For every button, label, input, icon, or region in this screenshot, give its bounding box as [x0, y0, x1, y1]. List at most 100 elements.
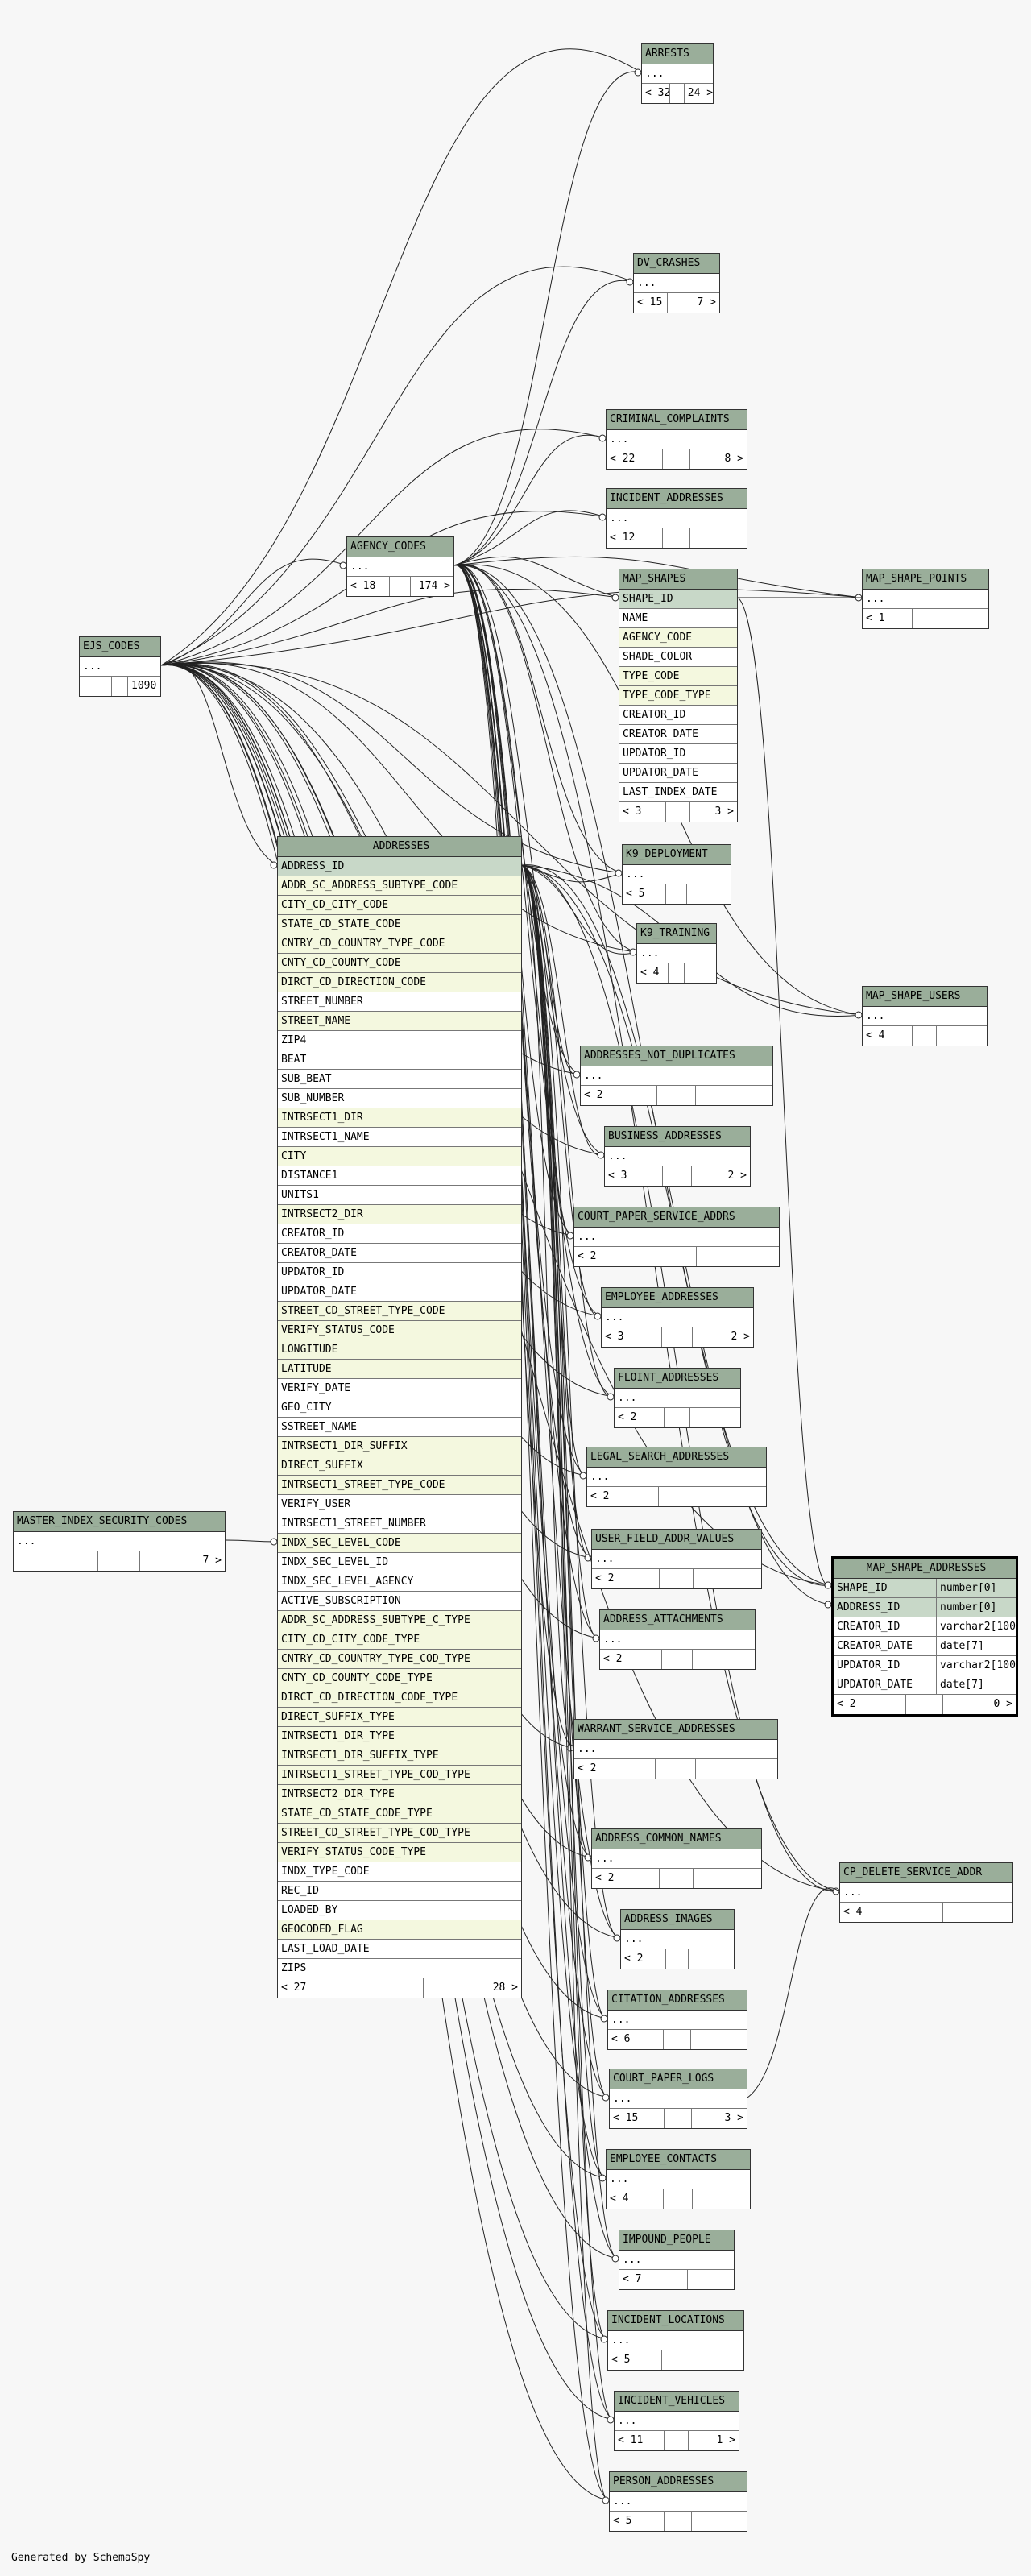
collapsed-columns[interactable]: ...	[615, 2412, 739, 2431]
collapsed-columns[interactable]: ...	[80, 657, 160, 677]
table-header[interactable]: PERSON_ADDRESSES	[610, 2472, 747, 2492]
table-legal-search-addresses[interactable]: LEGAL_SEARCH_ADDRESSES...< 2	[586, 1447, 767, 1507]
parent-count[interactable]: < 4	[840, 1903, 909, 1922]
count-spacer[interactable]	[666, 802, 690, 822]
parent-count[interactable]: < 32	[642, 84, 671, 103]
parent-count[interactable]	[80, 677, 112, 696]
column-row[interactable]: SHAPE_ID	[619, 590, 737, 609]
count-spacer[interactable]	[665, 2109, 692, 2128]
child-count[interactable]	[697, 1247, 779, 1266]
child-count[interactable]: 7 >	[697, 296, 716, 309]
collapsed-columns[interactable]: ...	[634, 274, 719, 293]
collapsed-columns[interactable]: ...	[621, 1930, 734, 1949]
child-count[interactable]	[696, 1759, 777, 1779]
column-row[interactable]: SSTREET_NAME	[278, 1418, 521, 1437]
parent-count[interactable]: < 5	[610, 2512, 665, 2531]
table-address-common-names[interactable]: ADDRESS_COMMON_NAMES...< 2	[591, 1828, 762, 1889]
collapsed-columns[interactable]: ...	[615, 1389, 740, 1408]
table-header[interactable]: CITATION_ADDRESSES	[608, 1990, 747, 2011]
column-row[interactable]: INTRSECT1_NAME	[278, 1128, 521, 1147]
collapsed-columns[interactable]: ...	[610, 2089, 747, 2109]
collapsed-columns[interactable]: ...	[619, 2251, 734, 2270]
child-count[interactable]	[689, 1949, 734, 1969]
table-header[interactable]: MAP_SHAPE_USERS	[863, 987, 987, 1007]
child-count[interactable]: 174 >	[418, 580, 450, 592]
table-header[interactable]: FLOINT_ADDRESSES	[615, 1369, 740, 1389]
child-count[interactable]	[692, 2512, 747, 2531]
child-count[interactable]: 3 >	[724, 2112, 743, 2124]
table-header[interactable]: ADDRESS_COMMON_NAMES	[592, 1829, 761, 1849]
column-row[interactable]: CREATOR_DATE	[278, 1244, 521, 1263]
table-addresses-not-duplicates[interactable]: ADDRESSES_NOT_DUPLICATES...< 2	[580, 1046, 773, 1106]
column-row[interactable]: INDX_SEC_LEVEL_ID	[278, 1553, 521, 1572]
column-row[interactable]: INTRSECT1_DIR_TYPE	[278, 1727, 521, 1746]
column-row[interactable]: VERIFY_DATE	[278, 1379, 521, 1398]
count-spacer[interactable]	[657, 1086, 696, 1105]
count-spacer[interactable]	[656, 1759, 697, 1779]
collapsed-columns[interactable]: ...	[587, 1468, 766, 1487]
child-count[interactable]: 2 >	[727, 1170, 747, 1182]
column-row[interactable]: ZIPS	[278, 1959, 521, 1978]
collapsed-columns[interactable]: ...	[607, 509, 747, 528]
column-row[interactable]: REC_ID	[278, 1882, 521, 1901]
column-row[interactable]: ADDR_SC_ADDRESS_SUBTYPE_C_TYPE	[278, 1611, 521, 1630]
count-spacer[interactable]	[670, 84, 685, 103]
count-spacer[interactable]	[660, 1869, 694, 1888]
parent-count[interactable]: < 3	[619, 802, 667, 822]
child-count[interactable]: 8 >	[724, 453, 743, 465]
table-header[interactable]: IMPOUND_PEOPLE	[619, 2230, 734, 2251]
table-header[interactable]: ADDRESS_IMAGES	[621, 1910, 734, 1930]
collapsed-columns[interactable]: ...	[581, 1066, 772, 1086]
parent-count[interactable]: < 5	[623, 884, 666, 904]
child-count[interactable]	[937, 1026, 987, 1046]
column-row[interactable]: CITY_CD_CITY_CODE_TYPE	[278, 1630, 521, 1650]
collapsed-columns[interactable]: ...	[642, 64, 713, 84]
column-row[interactable]: GEO_CITY	[278, 1398, 521, 1418]
table-header[interactable]: MAP_SHAPE_POINTS	[863, 569, 988, 590]
parent-count[interactable]: < 5	[608, 2350, 663, 2370]
child-count[interactable]: 7 >	[202, 1555, 222, 1567]
child-count[interactable]	[685, 963, 716, 983]
collapsed-columns[interactable]: ...	[608, 2011, 747, 2030]
parent-count[interactable]: < 15	[634, 293, 669, 313]
child-count[interactable]: 28 >	[492, 1982, 518, 1994]
column-row[interactable]: CNTRY_CD_COUNTRY_TYPE_CODE	[278, 934, 521, 954]
column-row[interactable]: CITY	[278, 1147, 521, 1166]
column-row[interactable]: STREET_CD_STREET_TYPE_COD_TYPE	[278, 1824, 521, 1843]
collapsed-columns[interactable]: ...	[574, 1228, 779, 1247]
collapsed-columns[interactable]: ...	[592, 1550, 761, 1569]
parent-count[interactable]: < 3	[605, 1166, 663, 1186]
parent-count[interactable]: < 2	[574, 1247, 656, 1266]
column-row[interactable]: INTRSECT2_DIR	[278, 1205, 521, 1224]
count-spacer[interactable]	[656, 1247, 698, 1266]
table-header[interactable]: AGENCY_CODES	[347, 537, 453, 557]
child-count[interactable]	[943, 1903, 1012, 1922]
count-spacer[interactable]	[913, 609, 938, 628]
parent-count[interactable]: < 4	[863, 1026, 913, 1046]
count-spacer[interactable]	[663, 449, 691, 469]
column-row[interactable]: TYPE_CODE	[619, 667, 737, 686]
column-row[interactable]: LAST_LOAD_DATE	[278, 1940, 521, 1959]
column-row[interactable]: GEOCODED_FLAG	[278, 1920, 521, 1940]
parent-count[interactable]: < 6	[608, 2030, 664, 2049]
column-row[interactable]: UPDATOR_DATE	[619, 764, 737, 783]
table-flount-addresses[interactable]: FLOINT_ADDRESSES...< 2	[614, 1368, 741, 1428]
table-header[interactable]: COURT_PAPER_SERVICE_ADDRS	[574, 1207, 779, 1228]
count-spacer[interactable]	[662, 1650, 694, 1669]
table-court-paper-service-addrs[interactable]: COURT_PAPER_SERVICE_ADDRS...< 2	[573, 1207, 780, 1267]
count-spacer[interactable]	[390, 577, 412, 596]
table-employee-contacts[interactable]: EMPLOYEE_CONTACTS...< 4	[606, 2149, 751, 2209]
count-spacer[interactable]	[665, 2512, 692, 2531]
table-header[interactable]: CRIMINAL_COMPLAINTS	[607, 410, 747, 430]
table-header[interactable]: BUSINESS_ADDRESSES	[605, 1127, 750, 1147]
column-row[interactable]: SHADE_COLOR	[619, 648, 737, 667]
child-count[interactable]	[691, 2030, 747, 2049]
parent-count[interactable]: < 1	[863, 609, 913, 628]
parent-count[interactable]: < 2	[574, 1759, 656, 1779]
